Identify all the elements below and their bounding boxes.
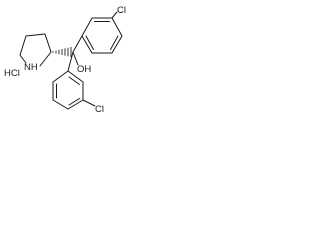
chloro-label-bottom: Cl — [95, 104, 104, 115]
molecule-structure: NH HCl OH Cl Cl — [4, 5, 126, 115]
chloro-label-top: Cl — [117, 5, 126, 16]
pyrrolidine-ring — [19, 33, 52, 67]
hcl-label: HCl — [4, 68, 20, 79]
nh-label: NH — [24, 62, 38, 73]
oh-label: OH — [77, 64, 91, 75]
central-carbon-bonds — [67, 35, 83, 72]
hashed-wedge-bond — [52, 47, 72, 57]
upper-chlorophenyl-ring — [81, 11, 123, 54]
lower-chlorophenyl-ring — [52, 70, 96, 110]
